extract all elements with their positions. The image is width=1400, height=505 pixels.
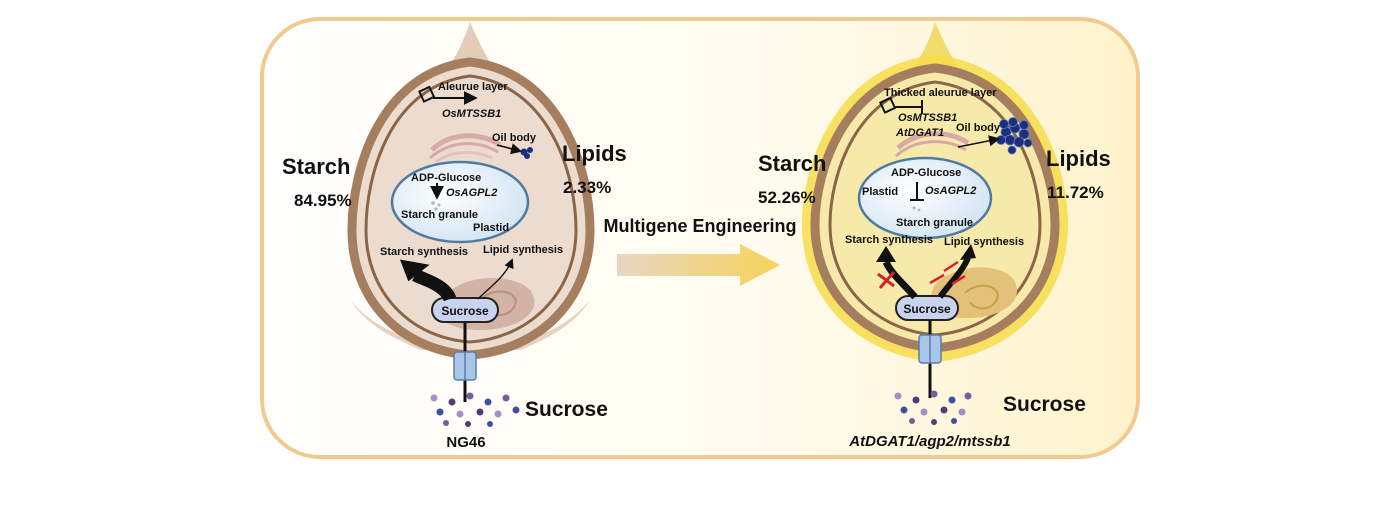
right-gene-dgat1: AtDGAT1: [895, 127, 944, 139]
right-lipid-enhance-icon: [929, 260, 966, 286]
right-sucrose-outside: Sucrose: [1003, 393, 1086, 416]
center-title: Multigene Engineering: [603, 216, 796, 236]
left-seed-label: NG46: [446, 434, 485, 451]
left-seed: [347, 22, 595, 427]
left-aleurone-label: Aleurue layer: [438, 81, 508, 93]
left-starch-value: 84.95%: [294, 191, 352, 210]
right-lipid-arrowhead: [960, 244, 976, 260]
left-oil-body-label: Oil body: [492, 132, 537, 144]
right-starch-granule-label: Starch granule: [896, 217, 973, 229]
left-aleurone-line: [364, 74, 578, 344]
left-er-membrane: [435, 151, 493, 164]
right-oil-arrow: [957, 135, 1001, 148]
right-gene-agpl2: OsAGPL2: [925, 185, 976, 197]
right-aleurone-box: [879, 96, 897, 114]
right-plastid: [857, 156, 993, 240]
left-adp-glucose-label: ADP-Glucose: [411, 172, 481, 184]
right-seed: [802, 22, 1068, 425]
left-starch-granule-icon: [431, 201, 441, 211]
left-lipids-value: 2.33%: [563, 178, 611, 197]
right-starch-granule-icon: [912, 206, 921, 212]
left-lipids-label: Lipids: [562, 141, 627, 166]
right-sucrose-molecules: [894, 390, 972, 425]
engineering-arrow: [617, 244, 780, 286]
left-sucrose-outside: Sucrose: [525, 398, 608, 421]
left-gene-mtssb1: OsMTSSB1: [442, 108, 501, 120]
left-starch-granule-label: Starch granule: [401, 209, 478, 221]
left-sucrose-node-label: Sucrose: [441, 304, 489, 318]
right-seed-label: AtDGAT1/agp2/mtssb1: [848, 433, 1010, 450]
right-lipids-value: 11.72%: [1047, 183, 1104, 202]
left-gene-agpl2: OsAGPL2: [446, 187, 497, 199]
right-starch-synthesis-arrow: [882, 260, 918, 300]
left-plastid: [390, 160, 530, 244]
left-starch-synthesis-arrow: [412, 269, 457, 302]
right-adp-glucose-label: ADP-Glucose: [891, 167, 961, 179]
left-lipid-synthesis-label: Lipid synthesis: [483, 244, 563, 256]
right-starch-block-icon: [877, 271, 896, 289]
right-starch-synthesis-label: Starch synthesis: [845, 234, 933, 246]
right-lipid-synthesis-label: Lipid synthesis: [944, 236, 1024, 248]
right-plastid-label: Plastid: [862, 186, 898, 198]
right-er-membrane: [896, 131, 970, 150]
right-lipids-label: Lipids: [1046, 146, 1111, 171]
right-embryo-swirl: [964, 284, 999, 310]
left-starch-arrowhead: [399, 259, 430, 282]
right-sucrose-node: [895, 295, 959, 321]
right-aleurone-label: Thicked aleurue layer: [884, 87, 997, 99]
left-er-membrane: [430, 133, 502, 152]
left-starch-label: Starch: [282, 154, 350, 179]
left-plastid-label: Plastid: [473, 222, 509, 234]
left-oil-arrow: [496, 143, 523, 155]
right-oil-body-cluster: [996, 117, 1033, 155]
right-sucrose-node-label: Sucrose: [903, 302, 951, 316]
left-starch-synthesis-label: Starch synthesis: [380, 246, 468, 258]
left-aleurone-box: [418, 85, 436, 103]
right-oil-body-label: Oil body: [956, 122, 1001, 134]
left-sucrose-molecules: [430, 392, 520, 427]
left-lipid-synthesis-arrow: [477, 258, 514, 300]
right-starch-label: Starch: [758, 151, 826, 176]
left-oil-body-icon: [520, 147, 533, 159]
right-starch-value: 52.26%: [758, 188, 816, 207]
right-lipid-synthesis-arrow: [937, 256, 971, 299]
left-er-membrane: [428, 142, 499, 160]
right-gene-mtssb1: OsMTSSB1: [898, 112, 957, 124]
right-starch-arrowhead: [876, 246, 896, 262]
